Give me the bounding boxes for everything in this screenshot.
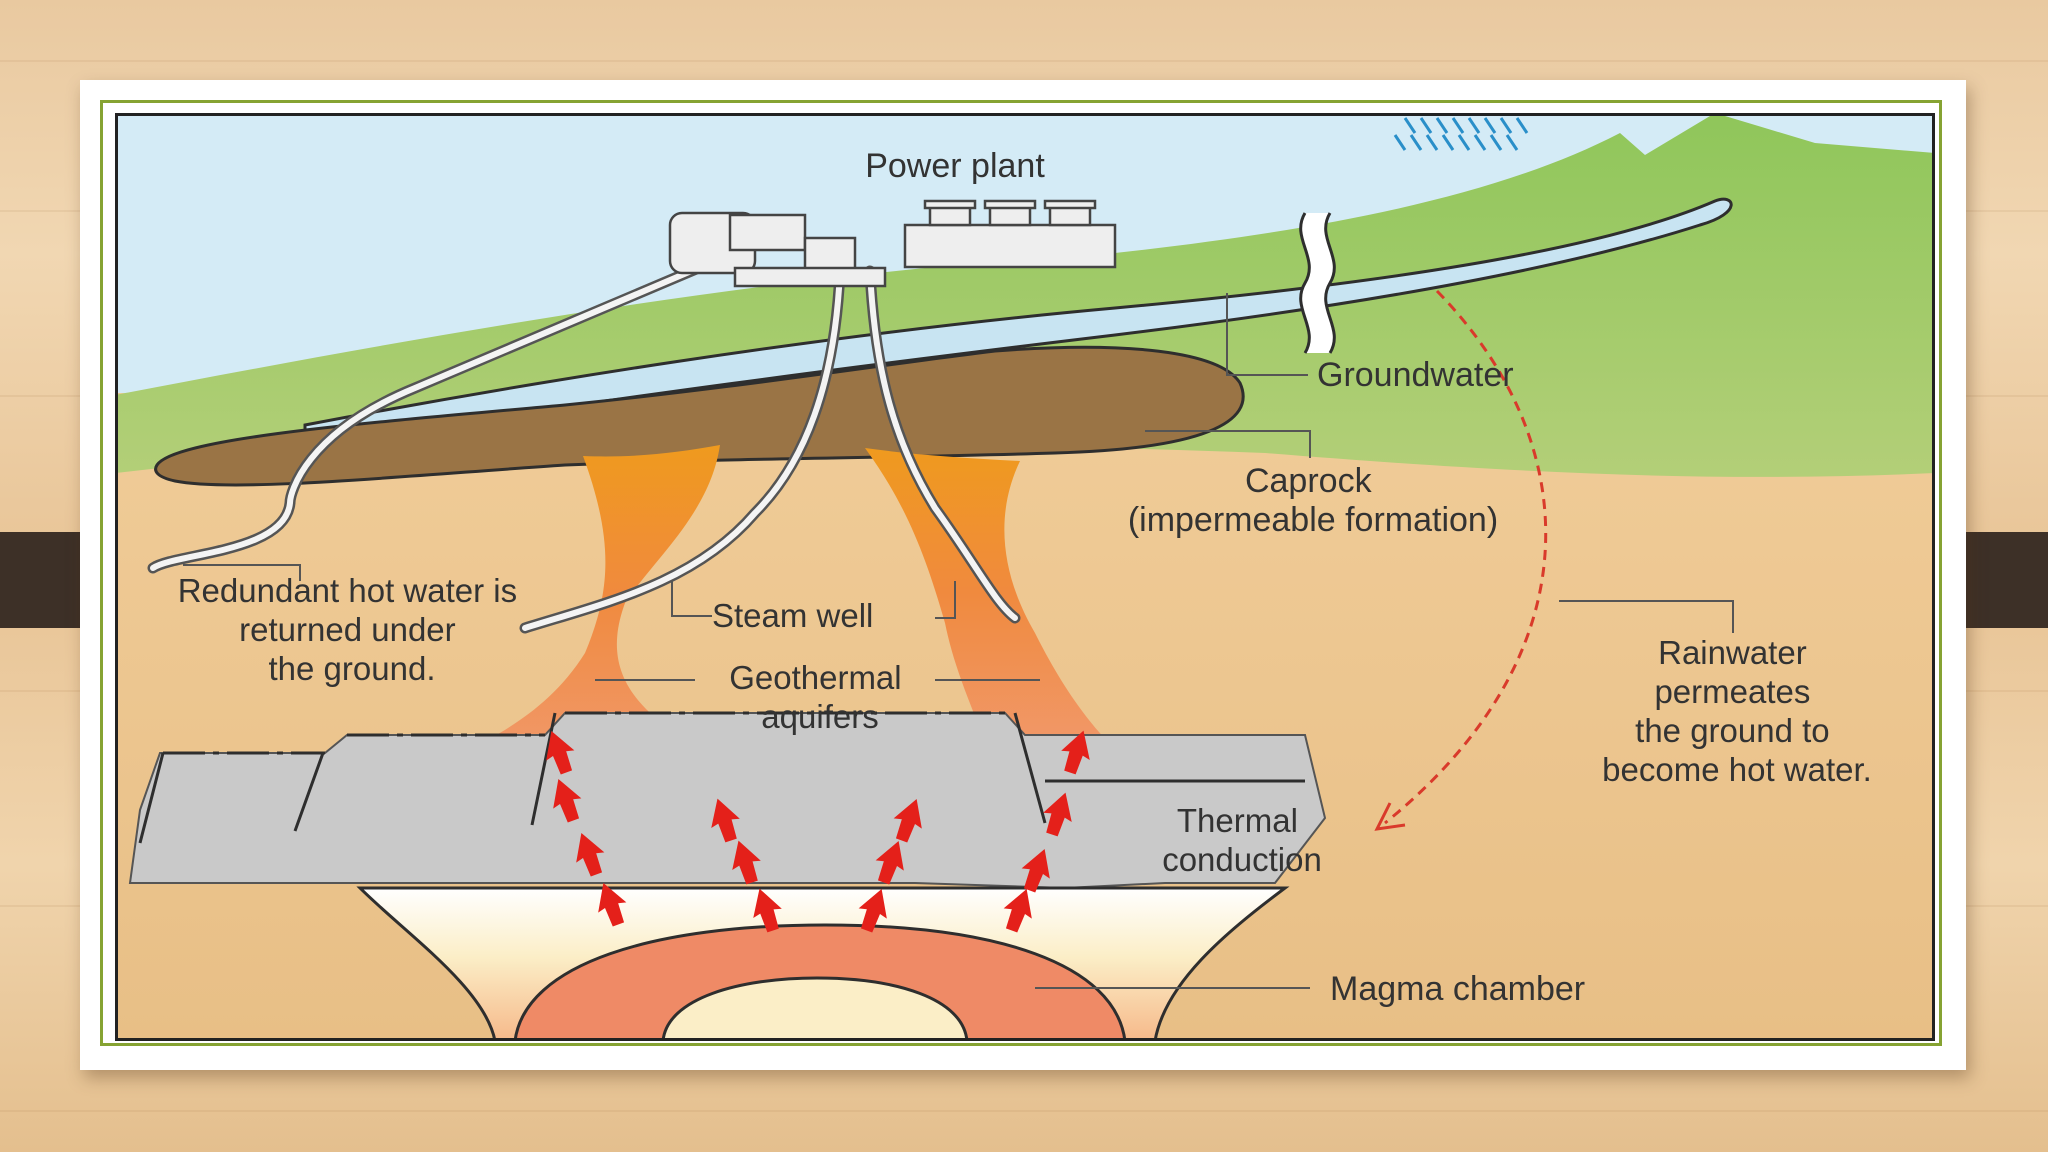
heat-arrow-icon [553, 779, 582, 823]
magma-core [661, 976, 969, 1041]
diagram-border [115, 113, 1935, 1041]
heat-arrow-icon [576, 833, 605, 877]
leader-lines [183, 293, 1734, 989]
heat-arrow-icon [753, 888, 782, 933]
label-rainwater: Rainwater permeates the ground to become… [1602, 634, 1872, 788]
heat-arrow-icon [893, 799, 922, 843]
label-thermal-conduction: Thermal conduction [1162, 802, 1322, 878]
geothermal-diagram: Power plant Groundwater Caprock (imperme… [115, 113, 1935, 1041]
steam-well-right-inner [867, 268, 1018, 621]
label-caprock: Caprock (impermeable formation) [1128, 462, 1498, 539]
rainwater-arrowhead-icon [1374, 802, 1406, 831]
caprock-layer [154, 345, 1245, 487]
power-plant-icon [668, 199, 1117, 288]
heat-arrow-icon [1061, 730, 1090, 775]
heat-arrow-icon [1043, 792, 1072, 837]
label-redundant-hot-water: Redundant hot water is returned under th… [178, 572, 527, 687]
rainwater-path [1384, 289, 1548, 825]
rock-step-lines [138, 712, 1305, 844]
label-power-plant: Power plant [865, 147, 1045, 185]
heat-arrow-icon [1021, 849, 1050, 893]
label-magma-chamber: Magma chamber [1330, 970, 1585, 1008]
heat-arrow-icon [546, 731, 575, 775]
label-groundwater: Groundwater [1317, 356, 1514, 394]
steam-well-left-inner [522, 268, 843, 631]
heat-arrow-icon [858, 889, 887, 933]
label-steam-well: Steam well [712, 597, 873, 634]
rain-icon [1393, 117, 1529, 151]
dash-dot-line [163, 711, 1005, 755]
heat-arrows [546, 730, 1090, 933]
heat-arrow-icon [1003, 889, 1032, 933]
heat-arrow-icon [598, 883, 627, 927]
label-geothermal-aquifers: Geothermal aquifers [729, 659, 911, 735]
heat-arrow-icon [732, 840, 761, 885]
heat-arrow-icon [875, 841, 904, 885]
aquifer-left [415, 445, 735, 778]
heat-arrow-icon [711, 798, 740, 843]
return-pipe-inner [150, 258, 718, 571]
break-mark-icon [1299, 212, 1336, 354]
frame-border [100, 100, 1942, 1046]
